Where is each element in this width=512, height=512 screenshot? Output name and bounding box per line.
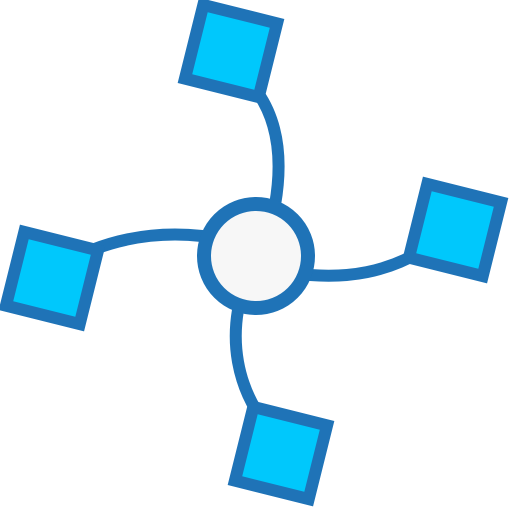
connector-bottom bbox=[229, 304, 262, 416]
connector-left bbox=[86, 228, 208, 256]
connector-top bbox=[252, 87, 285, 211]
hub-circle bbox=[197, 197, 315, 315]
node-right bbox=[401, 176, 509, 284]
node-bottom bbox=[227, 399, 335, 507]
node-left bbox=[0, 224, 106, 332]
node-top bbox=[177, 0, 285, 105]
